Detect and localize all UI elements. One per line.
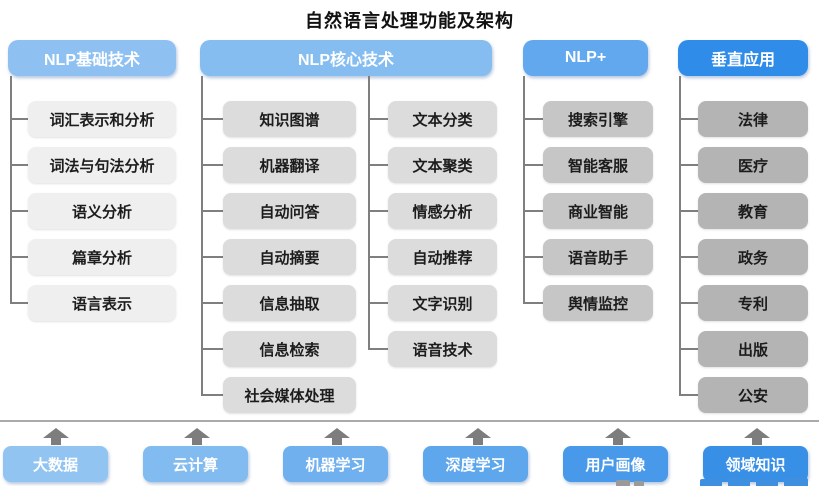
header-nlp-basic: NLP基础技术 (8, 40, 176, 76)
connector-line (523, 164, 543, 166)
column-nlp-plus-items: 搜索引擎 智能客服 商业智能 语音助手 舆情监控 (543, 101, 653, 321)
connector-line (679, 302, 698, 304)
connector-line (368, 302, 388, 304)
column-nlp-core-left-items: 知识图谱 机器翻译 自动问答 自动摘要 信息抽取 信息检索 社会媒体处理 (223, 101, 356, 413)
foundation-deep-learning: 深度学习 (423, 446, 528, 482)
node-legal: 法律 (698, 101, 808, 137)
connector-line (679, 348, 698, 350)
connector-line (10, 210, 28, 212)
node-voice-assistant: 语音助手 (543, 239, 653, 275)
watermark (608, 477, 818, 486)
node-text-classification: 文本分类 (388, 101, 497, 137)
up-arrow-icon (605, 428, 631, 445)
connector-line (368, 118, 388, 120)
connector-line (368, 348, 388, 350)
connector-line (523, 118, 543, 120)
up-arrow-icon (744, 428, 770, 445)
connector-line (368, 210, 388, 212)
connector-line (368, 164, 388, 166)
node-text-clustering: 文本聚类 (388, 147, 497, 183)
node-social-media-processing: 社会媒体处理 (223, 377, 356, 413)
node-business-intelligence: 商业智能 (543, 193, 653, 229)
node-morph-syntax-analysis: 词法与句法分析 (28, 147, 176, 183)
node-opinion-monitoring: 舆情监控 (543, 285, 653, 321)
node-ocr: 文字识别 (388, 285, 497, 321)
foundation-cloud-computing: 云计算 (143, 446, 248, 482)
connector-line (201, 210, 223, 212)
connector-line (679, 164, 698, 166)
connector-line (679, 256, 698, 258)
node-auto-summarization: 自动摘要 (223, 239, 356, 275)
connector-line (679, 76, 681, 396)
connector-line (201, 394, 223, 396)
foundation-machine-learning: 机器学习 (283, 446, 388, 482)
foundation-user-profile: 用户画像 (563, 446, 668, 482)
node-smart-customer-service: 智能客服 (543, 147, 653, 183)
diagram-title: 自然语言处理功能及架构 (305, 11, 514, 31)
connector-line (201, 256, 223, 258)
node-machine-translation: 机器翻译 (223, 147, 356, 183)
separator-line (0, 420, 819, 422)
node-auto-recommendation: 自动推荐 (388, 239, 497, 275)
connector-line (679, 210, 698, 212)
node-lexical-representation: 词汇表示和分析 (28, 101, 176, 137)
connector-line (368, 256, 388, 258)
header-nlp-plus: NLP+ (523, 40, 648, 76)
node-discourse-analysis: 篇章分析 (28, 239, 176, 275)
node-publishing: 出版 (698, 331, 808, 367)
connector-line (523, 256, 543, 258)
connector-line (523, 76, 525, 304)
header-nlp-core: NLP核心技术 (200, 40, 492, 76)
node-knowledge-graph: 知识图谱 (223, 101, 356, 137)
node-semantic-analysis: 语义分析 (28, 193, 176, 229)
foundation-big-data: 大数据 (3, 446, 108, 482)
node-question-answering: 自动问答 (223, 193, 356, 229)
column-vertical-apps-items: 法律 医疗 教育 政务 专利 出版 公安 (698, 101, 808, 413)
header-vertical-apps: 垂直应用 (678, 40, 808, 76)
connector-line (679, 118, 698, 120)
node-education: 教育 (698, 193, 808, 229)
up-arrow-icon (465, 428, 491, 445)
connector-line (10, 76, 12, 304)
column-nlp-basic-items: 词汇表示和分析 词法与句法分析 语义分析 篇章分析 语言表示 (28, 101, 176, 321)
node-sentiment-analysis: 情感分析 (388, 193, 497, 229)
connector-line (10, 164, 28, 166)
up-arrow-icon (43, 428, 69, 445)
connector-line (679, 394, 698, 396)
node-speech-technology: 语音技术 (388, 331, 497, 367)
connector-line (201, 164, 223, 166)
connector-line (523, 210, 543, 212)
node-medical: 医疗 (698, 147, 808, 183)
node-language-representation: 语言表示 (28, 285, 176, 321)
up-arrow-icon (184, 428, 210, 445)
connector-line (368, 76, 370, 350)
connector-line (201, 348, 223, 350)
connector-line (523, 302, 543, 304)
connector-line (201, 302, 223, 304)
node-information-retrieval: 信息检索 (223, 331, 356, 367)
connector-line (10, 302, 28, 304)
foundation-domain-knowledge: 领域知识 (703, 446, 808, 482)
node-government: 政务 (698, 239, 808, 275)
node-information-extraction: 信息抽取 (223, 285, 356, 321)
node-search-engine: 搜索引擎 (543, 101, 653, 137)
connector-line (201, 76, 203, 396)
node-public-security: 公安 (698, 377, 808, 413)
column-nlp-core-right-items: 文本分类 文本聚类 情感分析 自动推荐 文字识别 语音技术 (388, 101, 497, 367)
up-arrow-icon (324, 428, 350, 445)
connector-line (10, 118, 28, 120)
connector-line (10, 256, 28, 258)
node-patent: 专利 (698, 285, 808, 321)
connector-line (201, 118, 223, 120)
